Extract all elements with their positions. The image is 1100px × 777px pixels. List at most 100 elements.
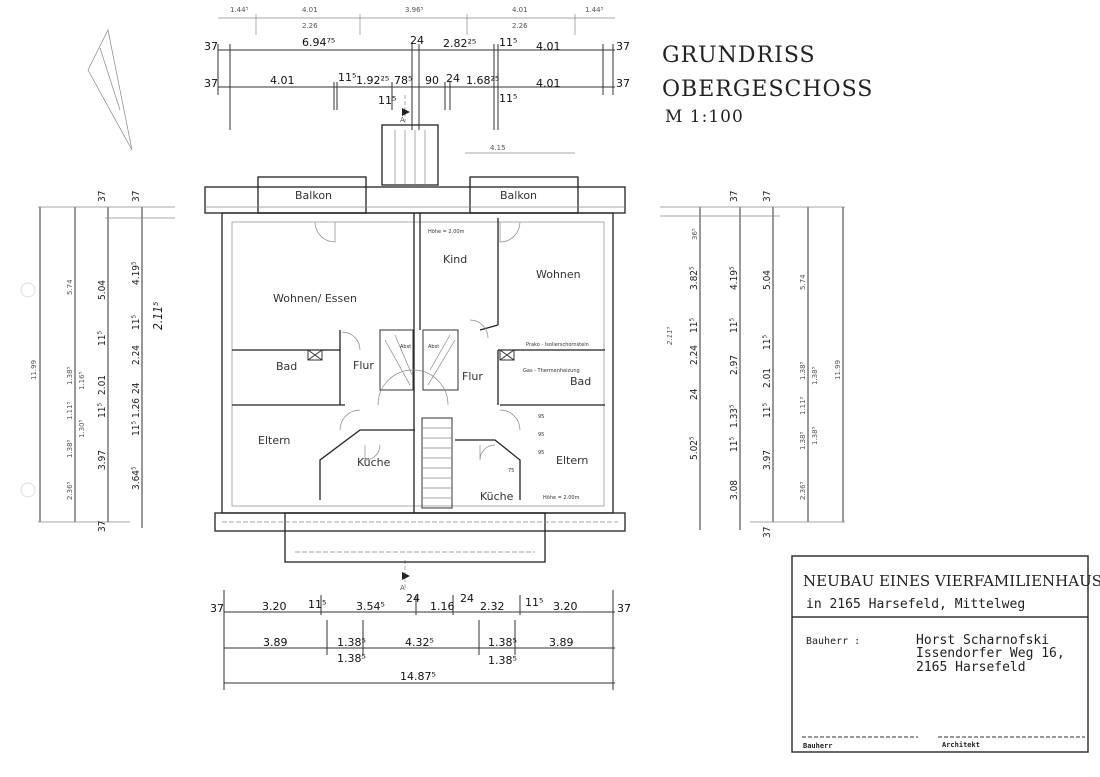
dim-label: 1.16⁵ <box>78 371 86 390</box>
dim-label: 24 <box>406 592 420 605</box>
dim-label: 3.82⁵ <box>689 266 700 290</box>
dim-label: 3.89 <box>263 636 288 649</box>
project-heading: NEUBAU EINES VIERFAMILIENHAUSES <box>803 572 1100 590</box>
section-label: A <box>400 116 405 124</box>
dim-label: 36⁵ <box>691 228 699 240</box>
dim-label: 37 <box>131 191 142 202</box>
dim-label: 4.01 <box>270 74 295 87</box>
dim-label: 1.26 <box>131 398 142 418</box>
signature-client-label: Bauherr <box>803 742 833 750</box>
dim-label: 37 <box>617 602 631 615</box>
dim-label: 6.94⁷⁵ <box>302 36 335 49</box>
room-kueche-left: Küche <box>357 456 391 469</box>
handwritten-note: 2.11⁵ <box>151 302 165 330</box>
dim-label: 11⁵ <box>308 598 326 611</box>
room-balkon-right: Balkon <box>500 189 537 202</box>
drawing-title: GRUNDRISS OBERGESCHOSS M 1:100 <box>662 43 872 127</box>
dim-label: 1.38⁵ <box>66 439 74 458</box>
dim-label: 1.38⁵ <box>811 366 819 385</box>
client-city: 2165 Harsefeld <box>916 660 1026 675</box>
title-block: NEUBAU EINES VIERFAMILIENHAUSES in 2165 … <box>791 555 1100 753</box>
north-arrow-icon <box>87 28 133 151</box>
note: Abst <box>428 344 439 350</box>
dim-label: 1.38⁵ <box>337 652 366 665</box>
signature-architect-label: Architekt <box>942 741 980 749</box>
dim-label: 1.33⁵ <box>729 404 740 428</box>
handwritten-note: 2.11⁵ <box>666 326 674 345</box>
dim-label: 3.64⁵ <box>131 466 142 490</box>
dim-label: 2.36⁵ <box>66 481 74 500</box>
project-location: in 2165 Harsefeld, Mittelweg <box>806 597 1025 612</box>
dim-label: 2.97 <box>729 355 740 375</box>
note: Abst <box>400 344 411 350</box>
section-label: A <box>400 584 405 592</box>
room-eltern-right: Eltern <box>556 454 588 467</box>
door-swings <box>314 221 521 461</box>
dim-label: 1.30⁵ <box>78 419 86 438</box>
dim-label: 4.01 <box>512 6 528 14</box>
client-street: Issendorfer Weg 16, <box>916 646 1065 661</box>
note: Prako - Isolierschornstein <box>526 342 589 348</box>
note: Höhe = 2.00m <box>428 229 465 235</box>
dim-label: 11⁵ <box>97 331 108 346</box>
dim-label: 3.08 <box>729 480 740 500</box>
dim-label: 1.68²⁵ <box>466 74 499 87</box>
dim-label: 11⁵ <box>729 437 740 452</box>
dim-label: 1.38⁵ <box>337 636 366 649</box>
dim-label: 2.01 <box>762 368 773 388</box>
dim-label: 11⁵ <box>525 596 543 609</box>
dim-label: 1.44⁵ <box>230 6 249 14</box>
dim-label: 5.04 <box>762 270 773 290</box>
left-dimension-chain: 11.99 5.74 1.38⁵ 1.11⁵ 1.38⁵ 2.36⁵ 1.16⁵… <box>30 191 175 532</box>
dim-label: 37 <box>204 77 218 90</box>
punch-hole <box>20 282 36 298</box>
dim-label: 2.24 <box>689 345 700 365</box>
room-kind: Kind <box>443 253 467 266</box>
top-dimension-chain: 1.44⁵ 4.01 3.96⁵ 4.01 1.44⁵ 2.26 2.26 37… <box>204 6 630 154</box>
building-outline <box>204 124 626 563</box>
dim-label: 37 <box>762 191 773 202</box>
dim-label: 37 <box>97 521 108 532</box>
punch-hole <box>20 482 36 498</box>
dim-label: 11.99 <box>834 360 842 380</box>
dim-label: 11⁵ <box>762 403 773 418</box>
dim-label: 1.38⁵ <box>811 426 819 445</box>
dim-label: 11.99 <box>30 360 38 380</box>
room-flur-right: Flur <box>462 370 483 383</box>
dim-label: 3.20 <box>262 600 287 613</box>
dim-label: 11⁵ <box>97 403 108 418</box>
dim-label: 3.20 <box>553 600 578 613</box>
room-flur-left: Flur <box>353 359 374 372</box>
dim-label: 78⁵ <box>394 74 412 87</box>
dim-label: 4.32⁵ <box>405 636 434 649</box>
dim-label: 11⁵ <box>729 318 740 333</box>
right-dimension-chain: 36⁵ 3.82⁵ 11⁵ 2.24 24 5.02⁵ 37 4.19⁵ 11⁵… <box>660 191 845 538</box>
room-bad-right: Bad <box>570 375 591 388</box>
room-balkon-left: Balkon <box>295 189 332 202</box>
dim-label: 1.38⁵ <box>66 366 74 385</box>
dim-label: 37 <box>204 40 218 53</box>
dim-label: 4.01 <box>536 77 561 90</box>
dim-label: 37 <box>210 602 224 615</box>
title-scale: M 1:100 <box>665 107 744 127</box>
note: 95 <box>538 432 544 438</box>
room-eltern-left: Eltern <box>258 434 290 447</box>
dim-label: 1.92²⁵ <box>356 74 389 87</box>
dim-label: 4.15 <box>490 144 506 152</box>
dim-label: 1.38⁵ <box>799 431 807 450</box>
note: 95 <box>538 450 544 456</box>
room-bad-left: Bad <box>276 360 297 373</box>
dim-label: 4.19⁵ <box>729 266 740 290</box>
dim-label: 90 <box>425 74 439 87</box>
dim-label: 1.44⁵ <box>585 6 604 14</box>
dim-label: 2.26 <box>302 22 318 30</box>
note: Gas - Thermenheizung <box>523 368 580 374</box>
dim-label: 1.38⁵ <box>488 654 517 667</box>
dim-label: 11⁵ <box>499 36 517 49</box>
dim-label: 24 <box>131 382 142 394</box>
dim-label: 37 <box>97 191 108 202</box>
dim-label: 4.19⁵ <box>131 261 142 285</box>
client-name: Horst Scharnofski <box>916 633 1049 648</box>
dim-label: 2.24 <box>131 345 142 365</box>
